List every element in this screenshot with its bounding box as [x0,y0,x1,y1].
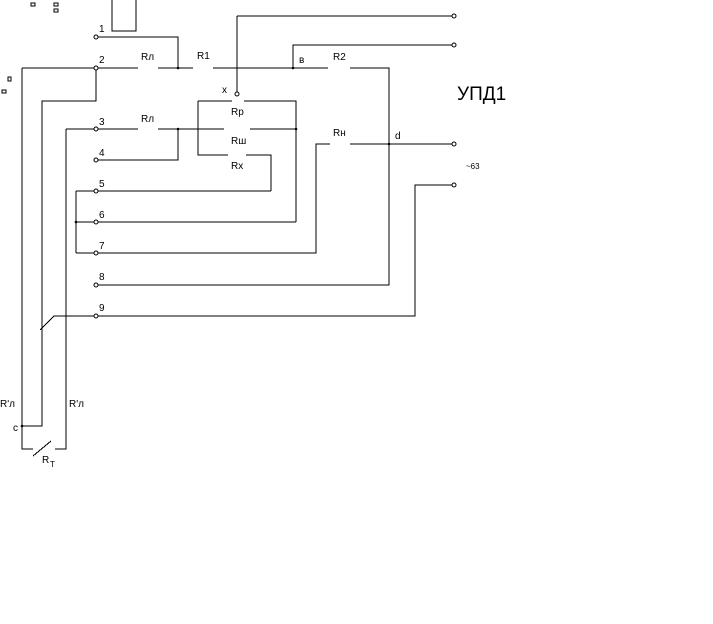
terminal-number: 9 [99,303,105,314]
resistor-rp: Rр [231,107,244,118]
corner-mark [1,89,7,94]
wire-term2-down [41,68,97,333]
resistor-rsh: Rш [231,136,246,147]
wire-main-line [22,67,390,286]
corner-mark [7,76,12,82]
terminal-number: 3 [99,117,105,128]
junction-dot [176,127,180,131]
terminal-number: 8 [99,272,105,283]
output-terminal [451,13,457,19]
wire-bottom [21,426,66,450]
output-terminal [451,42,457,48]
corner-mark [53,8,59,13]
resistor-rl-mid: Rл [141,114,154,125]
terminal-9 [93,313,99,319]
terminal-8 [93,282,99,288]
junction-dot [20,424,24,428]
resistor-rl-prime-right: R'л [69,399,84,410]
resistor-rl-top: Rл [141,52,154,63]
corner-mark [53,2,59,7]
terminal-x [234,91,240,97]
terminal-number: 6 [99,210,105,221]
terminal-number: 7 [99,241,105,252]
node-x: x [222,85,227,96]
resistor-r2: R2 [333,52,346,63]
wire-rx [197,101,272,191]
junction-dot [74,220,78,224]
terminal-number: 4 [99,148,105,159]
resistor-r1: R1 [197,51,210,62]
output-terminal [451,141,457,147]
junction-dot [176,66,180,70]
voltage-label: ~63 [466,162,480,171]
resistor-rt: R [42,455,49,466]
terminal-6 [93,219,99,225]
wire-term9 [54,184,454,317]
resistor-rl-prime-left: R'л [0,399,15,410]
wire-left-vertical [21,68,24,427]
switch-9 [39,315,55,331]
terminal-4 [93,157,99,163]
wire-out-second [292,44,454,68]
top-box [111,0,137,32]
junction-dot [291,66,295,70]
wire-rp [198,100,297,222]
terminal-number: 2 [99,55,105,66]
corner-mark [30,2,36,7]
junction-dot [387,142,391,146]
resistor-rt-subscript: T [50,460,55,469]
terminal-number: 5 [99,179,105,190]
junction-dot [294,127,298,131]
wire-term6 [75,191,296,253]
output-terminal [451,182,457,188]
node-d: d [395,131,401,142]
terminal-1 [93,34,99,40]
terminal-7 [93,250,99,256]
resistor-rx: Rх [231,161,243,172]
rt-slash [32,440,52,457]
wire-term3-down [55,129,67,450]
wire-term4 [96,129,179,161]
resistor-rn: Rн [333,128,346,139]
wire-c [22,333,43,427]
terminal-2 [93,65,99,71]
terminal-5 [93,188,99,194]
wire-term1 [96,36,179,68]
node-c: c [13,423,18,434]
terminal-3 [93,126,99,132]
device-label: УПД1 [457,84,506,105]
wire-term7 [76,143,454,254]
terminal-number: 1 [99,24,105,35]
node-v: в [299,55,304,66]
